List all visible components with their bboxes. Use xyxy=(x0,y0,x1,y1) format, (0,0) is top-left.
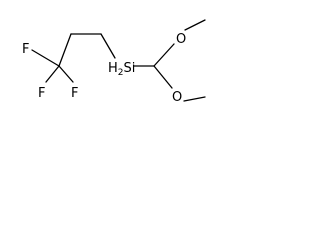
bond-ch2-si xyxy=(100,33,116,59)
bond-ch-o-top xyxy=(153,43,175,67)
bond-ch-o-bottom xyxy=(153,65,173,89)
bond-cf3-f-top xyxy=(31,49,60,67)
bond-o-bottom-methyl xyxy=(183,96,206,102)
bonds xyxy=(31,19,206,102)
bond-cf3-f-right xyxy=(58,65,74,83)
bond-cf3-ch2 xyxy=(58,33,72,67)
atom-label-f-right: F xyxy=(71,86,78,101)
atom-label-f-top: F xyxy=(22,42,29,57)
atom-label-f-left: F xyxy=(38,86,45,101)
atom-label-o-bottom: O xyxy=(172,90,182,105)
atom-label-si-hydrogen: H xyxy=(108,61,118,76)
atom-label-sih2: H2Si xyxy=(108,61,135,78)
atom-labels: F F F H2Si O O xyxy=(22,32,186,105)
atom-label-o-top: O xyxy=(176,32,186,47)
chemical-structure-diagram: F F F H2Si O O xyxy=(22,19,206,105)
bond-cf3-f-left xyxy=(45,65,60,83)
bond-o-top-methyl xyxy=(184,19,206,31)
atom-label-silicon: Si xyxy=(124,61,136,76)
atom-label-si-hydrogen-count: 2 xyxy=(118,68,124,78)
